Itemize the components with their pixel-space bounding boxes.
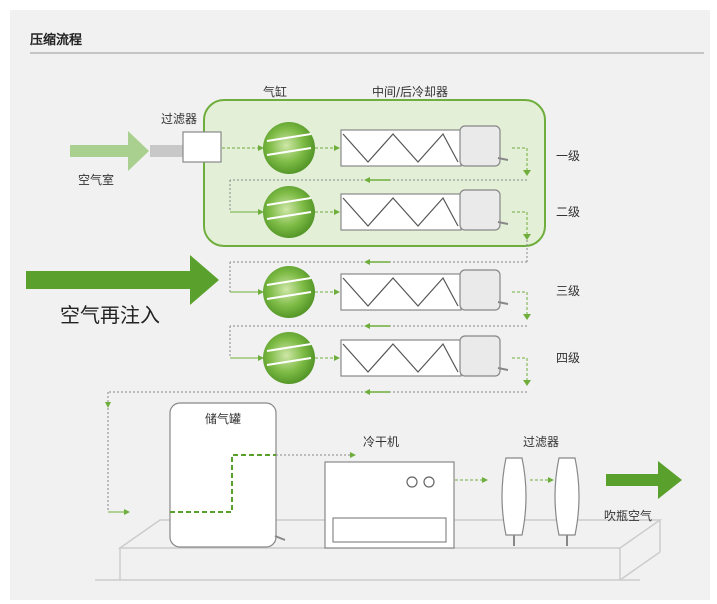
- stage-2-label: 二级: [556, 205, 581, 219]
- separator-4: [459, 335, 501, 377]
- stage-1-row: [222, 122, 531, 176]
- blow-air-output-arrow: [606, 461, 682, 499]
- reinjection-arrow: [26, 255, 219, 305]
- air-intake-arrow: [70, 131, 149, 171]
- stage-3-row: [263, 266, 531, 320]
- stage-3-label: 三级: [556, 284, 581, 298]
- reinjection-label: 空气再注入: [60, 303, 160, 327]
- separator-1: [459, 125, 501, 167]
- stage-4-row: [263, 332, 531, 386]
- separator-3: [459, 269, 501, 311]
- return-line-3: [229, 323, 527, 361]
- return-line-4: [105, 389, 527, 515]
- dryer-label: 冷干机: [363, 435, 400, 449]
- stage-1-label: 一级: [556, 149, 581, 163]
- filter-top-label: 过滤器: [161, 112, 198, 126]
- cooler-4: [340, 339, 462, 377]
- tank-label: 储气罐: [205, 412, 242, 426]
- stage-2-row: [263, 186, 531, 240]
- cooler-1: [340, 129, 462, 167]
- return-line-2: [229, 240, 528, 295]
- filter-bottom-label: 过滤器: [523, 435, 560, 449]
- filter-top-pipe: [150, 145, 184, 157]
- filter-bottom-1: [501, 457, 527, 536]
- air-chamber-label: 空气室: [78, 173, 115, 187]
- blow-air-label: 吹瓶空气: [604, 509, 653, 523]
- stage-4-label: 四级: [556, 351, 581, 365]
- cylinder-label: 气缸: [263, 85, 288, 99]
- separator-2: [459, 189, 501, 231]
- diagram-title: 压缩流程: [30, 33, 83, 48]
- cooler-2: [340, 193, 462, 231]
- return-line-1: [229, 177, 527, 215]
- tank-inner-line: [170, 454, 276, 513]
- filter-top-box: [182, 131, 222, 163]
- cooler-label: 中间/后冷却器: [372, 85, 449, 99]
- cooler-3: [340, 273, 462, 311]
- filter-bottom-2: [554, 457, 580, 536]
